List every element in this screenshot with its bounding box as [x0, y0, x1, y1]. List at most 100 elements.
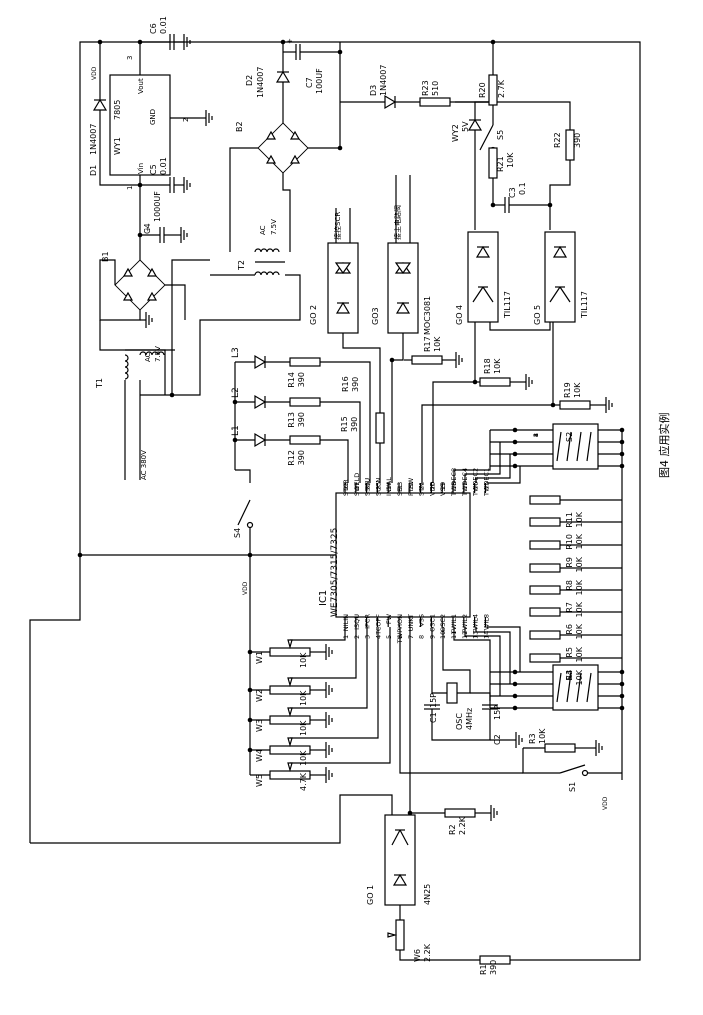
- wy1-pin-num: 1: [126, 186, 134, 190]
- led-resistor-label: R13: [287, 412, 296, 428]
- t2-secondary: [272, 248, 280, 253]
- wy1-regulator: [109, 74, 171, 176]
- go4-to-ic: [432, 381, 475, 483]
- go3-part: MOC3081: [423, 296, 432, 335]
- junction-dot: [512, 705, 518, 711]
- junction-dot: [512, 427, 518, 433]
- bridge-diode: [265, 130, 277, 140]
- go4-optocoupler-transistor: [472, 286, 484, 303]
- s2-label: S2: [565, 432, 574, 442]
- sw-bus: [487, 466, 521, 484]
- go1-optocoupler: [384, 814, 416, 906]
- ic1-pin-name: SWELD: [353, 473, 361, 496]
- ic1-pin-name: TWPHON: [396, 614, 404, 644]
- r16-value: 390: [351, 377, 360, 392]
- w6-pot: [395, 919, 405, 951]
- t1-to-t2: [140, 259, 210, 396]
- wy1-input: [99, 42, 141, 186]
- r18-value: 10K: [493, 358, 502, 374]
- t2-primary-lead: [172, 274, 301, 396]
- led-l1: [254, 432, 267, 448]
- r17-resistor: [411, 355, 443, 365]
- r4-value: 10K: [575, 669, 584, 685]
- junction-dot: [512, 669, 518, 675]
- ic1-pin-number: 2: [353, 635, 361, 639]
- sw-bus: [453, 627, 491, 708]
- ic1-pin-name: SUCN: [374, 478, 382, 496]
- go1-label: GO 1: [366, 885, 375, 905]
- pot-label: W2: [255, 689, 264, 702]
- t2-b2-lead: [282, 173, 291, 252]
- resistor-r11: [529, 495, 561, 505]
- r2-label: R2: [448, 824, 457, 835]
- t1-primary: [124, 372, 129, 380]
- r5-value: 10K: [575, 646, 584, 662]
- go4-optocoupler-led: [475, 245, 491, 258]
- vdd-label: VDD: [91, 66, 98, 80]
- ic1-pin-number: 1: [342, 635, 350, 639]
- led-l3: [254, 354, 267, 370]
- s2-bcd-switch-contact: [586, 431, 592, 462]
- c5-label: C5: [149, 164, 158, 175]
- ic1-pin-name: FW: [385, 613, 393, 624]
- r7-label: R7: [565, 602, 574, 613]
- pot-label: W5: [255, 774, 264, 787]
- ic1-pin-name: TWIL2: [461, 614, 469, 635]
- r11-value: 10K: [575, 511, 584, 527]
- sw-bus: [475, 454, 511, 483]
- wy1-pin-num: 2: [182, 118, 190, 122]
- l1-to-ic: [320, 439, 349, 483]
- resistor-r6: [529, 607, 561, 617]
- b2-label: B2: [235, 121, 244, 132]
- ic1-pin-number: 24: [385, 482, 393, 490]
- r2-resistor: [444, 808, 476, 818]
- go5-label: GO 5: [533, 305, 542, 325]
- go5-optocoupler: [544, 231, 576, 323]
- s1-switch: [559, 764, 586, 774]
- r17-value: 10K: [433, 336, 442, 352]
- resistor-r5: [529, 630, 561, 640]
- go3-note: 接主电路阀: [393, 205, 402, 240]
- junction-dot: [512, 463, 518, 469]
- d3-part: 1N4007: [379, 65, 388, 96]
- c7-label: C7: [305, 77, 314, 88]
- r10-value: 10K: [575, 533, 584, 549]
- go4-optocoupler-transistor: [482, 286, 494, 303]
- pot-value: 10K: [299, 720, 308, 736]
- junction-dot: [280, 39, 286, 45]
- s5-label: S5: [496, 130, 505, 140]
- r18-resistor: [479, 377, 511, 387]
- r20-label: R20: [478, 82, 487, 98]
- sw-pin-num: 4: [533, 433, 540, 437]
- r23-label: R23: [421, 80, 430, 96]
- led-common: [235, 469, 251, 483]
- r22-resistor: [565, 129, 575, 161]
- ic1-pin-number: 25: [374, 482, 382, 490]
- r22-value: 390: [573, 133, 582, 148]
- sw-bus: [464, 627, 501, 696]
- go4-label: GO 4: [455, 305, 464, 325]
- go3-label: GO3: [371, 307, 380, 325]
- c2-value: 15P: [493, 705, 502, 720]
- go1-led: [392, 873, 408, 886]
- ic1-pin-number: 10: [439, 631, 447, 639]
- bridge-diode: [122, 291, 134, 301]
- s3-bcd-switch-contact: [586, 672, 592, 703]
- junction-dot: [512, 693, 518, 699]
- go1-transistor: [399, 829, 409, 846]
- r21-label: R21: [496, 156, 505, 172]
- ic1-pin-name: TWIL1: [450, 614, 458, 635]
- junction-dot: [247, 717, 253, 723]
- junction-dot: [337, 49, 343, 55]
- wy1-pin-gnd: GND: [149, 109, 157, 125]
- junction-dot: [232, 437, 238, 443]
- ic1-pin-name: IPCR: [364, 614, 372, 629]
- ic1-pin-name: STN: [418, 483, 426, 496]
- wy1-label: WY1: [113, 137, 122, 155]
- go1-transistor: [391, 829, 401, 846]
- go5-optocoupler-transistor: [559, 286, 571, 303]
- ic1-pin-name: SSQU: [364, 478, 372, 496]
- led-resistor-label: R14: [287, 372, 296, 388]
- go3-input: [392, 333, 404, 361]
- led-label: L2: [231, 387, 241, 398]
